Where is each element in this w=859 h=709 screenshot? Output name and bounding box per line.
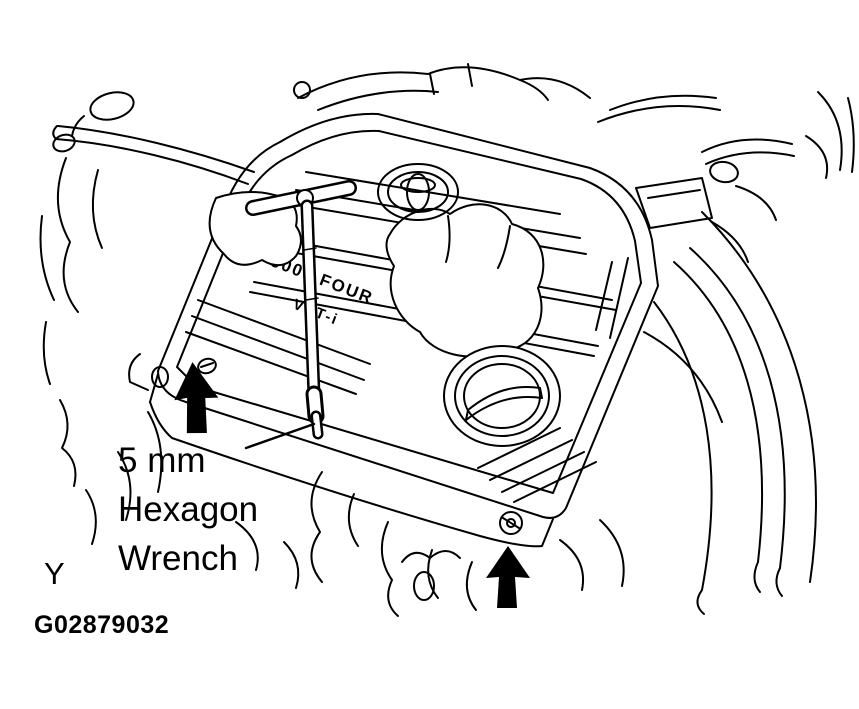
view-label: Y — [44, 556, 65, 591]
tool-callout: 5 mm Hexagon Wrench — [118, 436, 258, 583]
hand — [385, 203, 545, 358]
hexagon-wrench — [245, 180, 357, 440]
bottom-arrow — [486, 546, 530, 608]
tool-callout-line-1: 5 mm — [118, 441, 206, 480]
bottom-bolt — [499, 511, 523, 535]
background-clutter — [39, 63, 855, 617]
tool-callout-line-2: Hexagon — [118, 490, 259, 529]
figure-id: G02879032 — [34, 611, 170, 639]
toyota-logo — [377, 163, 459, 221]
left-arrow — [174, 362, 219, 434]
leader-line — [244, 422, 316, 450]
cover-skirt — [149, 401, 554, 548]
tool-callout-line-3: Wrench — [118, 539, 238, 578]
oil-filler-cap — [443, 345, 561, 447]
cover-inner-line — [176, 129, 642, 494]
left-bolt — [197, 357, 217, 375]
